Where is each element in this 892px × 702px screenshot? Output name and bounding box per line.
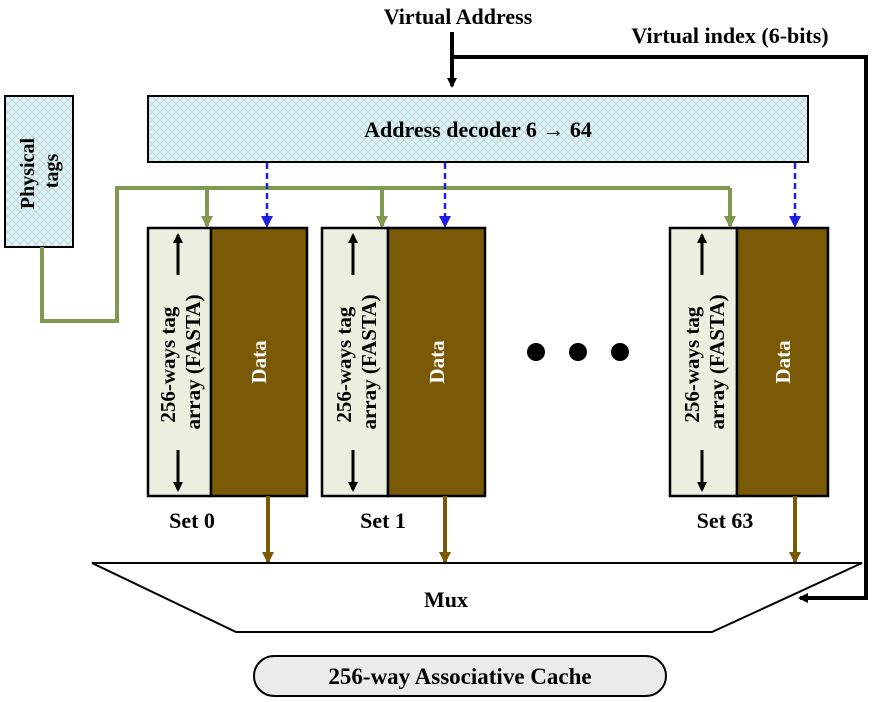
- virtual-address-label: Virtual Address: [384, 4, 533, 29]
- tag-array-label: 256-ways tag array (FASTA): [680, 294, 729, 429]
- decoder-outputs: [261, 163, 801, 228]
- data-label: Data: [247, 340, 271, 384]
- data-box: [735, 226, 830, 498]
- tag-array-label: 256-ways tag array (FASTA): [332, 294, 381, 429]
- data-label: Data: [425, 340, 449, 384]
- data-label: Data: [771, 340, 795, 384]
- mux-shape: [91, 562, 863, 633]
- ellipsis-dots: [527, 343, 629, 361]
- set-1: 256-ways tag array (FASTA) Data Set 1: [320, 226, 487, 564]
- set-63-label: Set 63: [697, 508, 754, 533]
- virtual-index-wire: [447, 32, 868, 603]
- data-box: [386, 226, 487, 498]
- virtual-index-label: Virtual index (6-bits): [631, 23, 828, 48]
- caption-label: 256-way Associative Cache: [328, 664, 591, 689]
- set-0: 256-ways tag array (FASTA) Data Set 0: [146, 226, 309, 564]
- tag-array-box: [320, 226, 390, 498]
- physical-tags-label: Physical tags: [17, 133, 63, 209]
- tag-array-label: 256-ways tag array (FASTA): [156, 294, 205, 429]
- physical-tags-line2: tags: [41, 154, 63, 189]
- set-0-label: Set 0: [169, 508, 215, 533]
- set-63: 256-ways tag array (FASTA) Data Set 63: [668, 226, 830, 564]
- mux-label: Mux: [424, 587, 468, 612]
- set-1-label: Set 1: [360, 508, 406, 533]
- caption-box: [253, 655, 667, 697]
- address-decoder-label: Address decoder 6 → 64: [364, 117, 592, 142]
- physical-tags-box: [4, 95, 74, 248]
- physical-tags-line1: Physical: [17, 138, 39, 210]
- data-box: [209, 226, 309, 498]
- address-decoder-box: [147, 95, 809, 163]
- physical-tags-wire: [40, 186, 736, 323]
